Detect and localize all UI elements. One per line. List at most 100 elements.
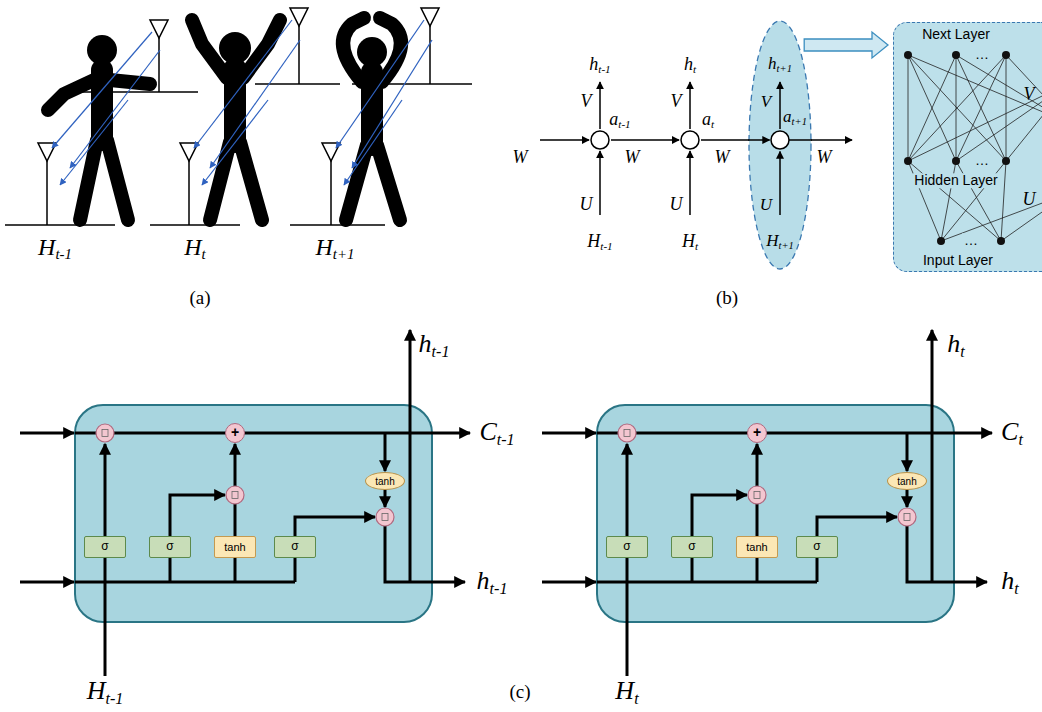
multiply-node <box>96 424 394 526</box>
band-outline <box>748 139 770 141</box>
lstm-cell <box>384 490 387 507</box>
layer-label: Input Layer <box>921 253 995 268</box>
signal-ray <box>194 20 292 148</box>
antenna <box>78 91 198 93</box>
lstm-cell <box>104 558 107 582</box>
lstm-cell <box>542 330 992 676</box>
symbol: H <box>38 234 55 260</box>
band-outline <box>748 20 812 270</box>
network-drawing <box>908 161 1001 241</box>
block-arrow <box>804 32 888 58</box>
stick-figure <box>377 145 400 220</box>
gate-label: σ <box>813 540 820 553</box>
lstm-cell <box>75 581 295 584</box>
antenna <box>429 26 431 84</box>
layer-label: Hidden Layer <box>912 173 999 188</box>
multiply-node <box>226 486 244 504</box>
symbol: C <box>1001 417 1018 446</box>
network-drawing <box>904 157 912 165</box>
subscript: t-1 <box>600 240 612 252</box>
variable-label: W <box>715 148 730 168</box>
variable-label: ht <box>684 55 696 76</box>
layer-label: … <box>973 153 991 168</box>
variable-label: ht-1 <box>419 330 450 361</box>
gate-box: tanh <box>736 536 778 558</box>
variable-label: Ht <box>682 232 698 253</box>
subscript: t <box>1014 580 1018 597</box>
multiply-node <box>96 424 114 442</box>
subscript: t-1 <box>618 118 630 130</box>
variable-label: ht-1 <box>477 567 508 598</box>
gate-label: tanh <box>746 541 767 553</box>
gate-label: σ <box>101 540 108 553</box>
gate-box: σ <box>671 536 713 558</box>
variable-label: Ht+1 <box>316 234 355 263</box>
gate-box: σ <box>796 536 838 558</box>
symbol: H <box>587 231 600 251</box>
lstm-cell <box>104 444 107 536</box>
network-drawing <box>908 55 909 161</box>
multiply-node <box>376 508 394 526</box>
multiply-node <box>376 508 394 526</box>
symbol: h <box>947 329 960 358</box>
network-drawing <box>1006 55 1042 123</box>
signal-ray <box>70 50 160 168</box>
band-outline <box>771 131 789 149</box>
stick-figure <box>48 18 401 220</box>
variable-label: Ht <box>184 234 205 263</box>
rnn-flow <box>599 82 601 129</box>
variable-label: ht <box>1001 567 1018 598</box>
signal-ray <box>352 40 432 168</box>
variable-label: Ht+1 <box>764 232 796 252</box>
antenna <box>188 161 190 225</box>
variable-label: Ht-1 <box>87 677 124 708</box>
signal-ray <box>344 100 402 185</box>
multiply-node <box>226 486 244 504</box>
variable-label: ht+1 <box>766 55 794 75</box>
antenna <box>352 83 472 85</box>
network-drawing <box>952 51 960 59</box>
rnn-flow <box>681 131 699 149</box>
gate-label: tanh <box>224 541 245 553</box>
subscript: t-1 <box>497 431 515 448</box>
antenna <box>421 8 439 26</box>
lstm-cell <box>104 582 107 676</box>
network-drawing <box>956 55 1006 161</box>
antenna <box>46 161 48 225</box>
symbol: H <box>87 676 106 705</box>
layer-label: … <box>973 47 991 62</box>
subscript: t <box>711 118 714 130</box>
variable-label: U <box>580 195 593 215</box>
variable-label: U <box>1023 190 1036 210</box>
network-drawing <box>1006 55 1007 161</box>
rnn-flow <box>689 82 691 129</box>
gate-label: tanh <box>897 476 916 487</box>
network-drawing <box>956 55 1042 123</box>
network-drawing <box>956 55 957 161</box>
subscript: t-1 <box>598 63 610 75</box>
symbol: h <box>419 329 432 358</box>
subscript: t <box>960 343 964 360</box>
gate-box: σ <box>84 536 126 558</box>
stick-figure <box>240 142 262 220</box>
gate-label: σ <box>623 540 630 553</box>
rnn-flow <box>811 139 852 141</box>
antenna <box>5 8 472 225</box>
network-drawing <box>1006 83 1042 161</box>
gate-label: σ <box>291 540 298 553</box>
layer-label: Next Layer <box>920 27 992 42</box>
network-drawing <box>1001 161 1006 241</box>
gate-box: σ <box>274 536 316 558</box>
variable-label: Ht <box>615 677 638 708</box>
symbol: h <box>477 566 490 595</box>
network-drawing <box>937 237 945 245</box>
variable-label: U <box>758 196 774 215</box>
antenna <box>290 8 308 26</box>
symbol: H <box>316 234 333 260</box>
signal-ray <box>336 20 424 148</box>
rnn-flow <box>689 151 691 215</box>
gate-box: tanh <box>214 536 256 558</box>
multiply-node <box>618 424 916 526</box>
